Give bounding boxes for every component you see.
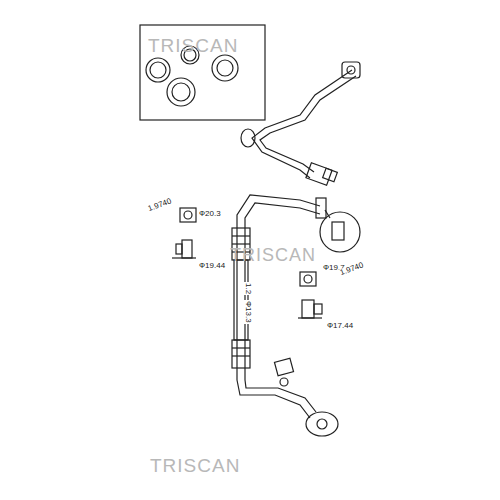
dimension-label: 1.9740 — [146, 197, 174, 214]
seal-kit-box — [140, 25, 265, 120]
dimension-label: Ф20.3 — [198, 210, 222, 218]
main-hose — [232, 195, 360, 436]
dimension-label: Ф17.44 — [326, 322, 354, 330]
watermark: TRISCAN — [148, 36, 238, 55]
dimension-label: 1.2 — [244, 282, 252, 295]
right-fitting-detail — [298, 272, 322, 318]
top-pipe — [241, 62, 360, 185]
o-rings — [146, 46, 238, 106]
dimension-label: Ф13.3 — [244, 300, 252, 324]
left-fitting-detail — [172, 208, 196, 258]
watermark: TRISCAN — [150, 456, 240, 475]
dimension-label: Ф19.44 — [198, 262, 226, 270]
watermark: TRISCAN — [230, 246, 316, 264]
